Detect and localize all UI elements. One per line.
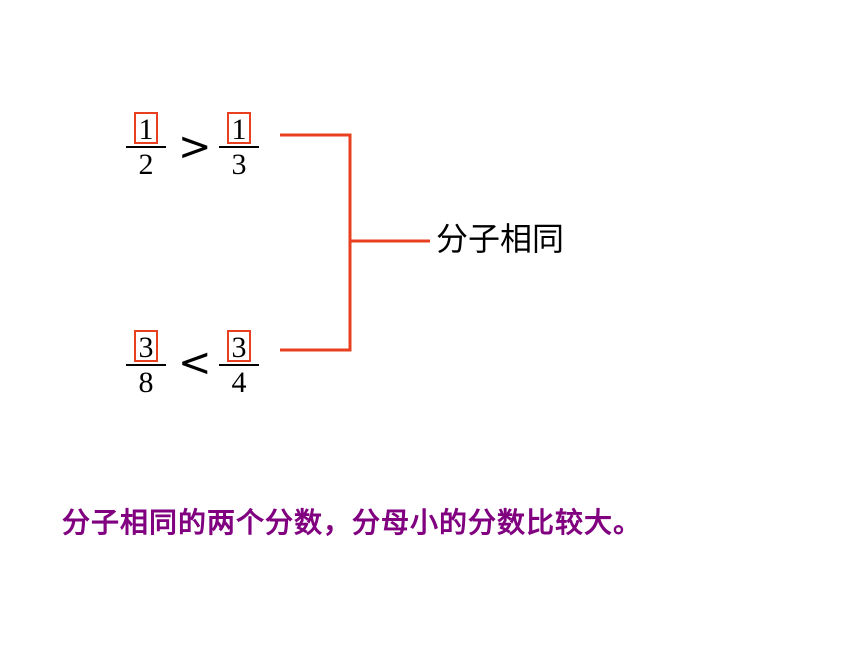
denominator: 8 xyxy=(138,366,154,399)
comparison-operator: > xyxy=(178,124,212,170)
fraction-bar xyxy=(126,146,166,148)
fraction-bar xyxy=(219,146,259,148)
bracket-label: 分子相同 xyxy=(436,220,565,258)
denominator: 4 xyxy=(231,366,247,399)
fraction-bar xyxy=(219,364,259,366)
numerator-highlight: 1 xyxy=(134,112,158,146)
fraction-2-left: 3 8 xyxy=(126,330,166,400)
comparison-operator: < xyxy=(178,340,212,386)
fraction-2-right: 3 4 xyxy=(219,330,259,400)
denominator: 3 xyxy=(231,148,247,181)
fraction-1-right: 1 3 xyxy=(219,112,259,182)
numerator-highlight: 3 xyxy=(227,330,251,364)
denominator: 2 xyxy=(138,148,154,181)
bracket-line xyxy=(280,133,352,352)
numerator-highlight: 3 xyxy=(134,330,158,364)
numerator-highlight: 1 xyxy=(227,112,251,146)
conclusion-text: 分子相同的两个分数，分母小的分数比较大。 xyxy=(62,506,643,539)
fraction-bar xyxy=(126,364,166,366)
fraction-1-left: 1 2 xyxy=(126,112,166,182)
